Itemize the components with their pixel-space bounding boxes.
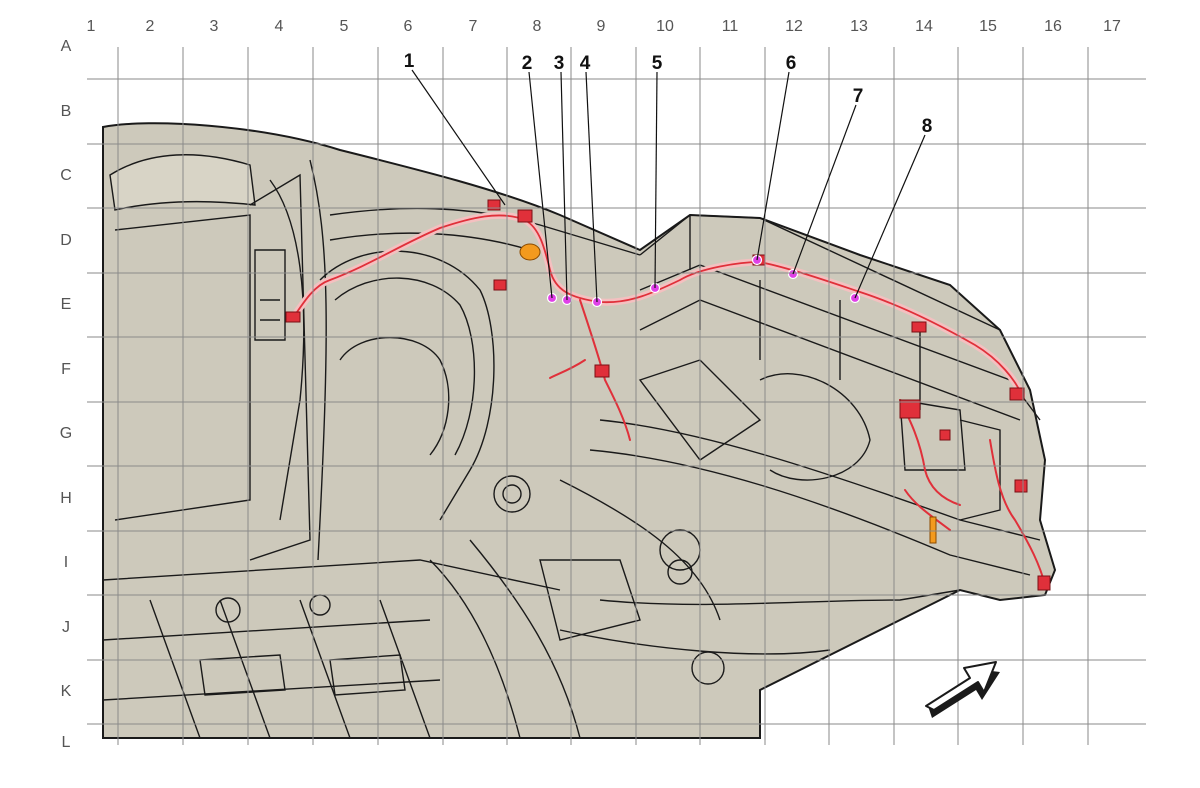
harness-branch-lower <box>904 489 951 531</box>
leader-line-6 <box>756 71 790 261</box>
column-label: 15 <box>979 18 997 35</box>
leader-line-1 <box>411 69 506 206</box>
orange-component <box>929 516 937 544</box>
callout-label-6: 6 <box>786 53 797 74</box>
connector-block <box>1037 575 1051 591</box>
row-label: D <box>60 232 72 249</box>
row-label: A <box>61 38 72 55</box>
connector-block <box>487 199 501 211</box>
orange-component <box>519 243 541 261</box>
column-label: 6 <box>404 18 413 35</box>
leader-line-5 <box>654 71 658 289</box>
column-label: 13 <box>850 18 868 35</box>
connector-block <box>911 321 927 333</box>
connector-block <box>939 429 951 441</box>
callout-label-7: 7 <box>853 86 864 107</box>
leader-line-7 <box>792 104 857 275</box>
harness-main-trunk-outline <box>292 214 1023 396</box>
column-label: 2 <box>146 18 155 35</box>
row-label: G <box>60 425 72 442</box>
column-label: 7 <box>469 18 478 35</box>
leader-line-8 <box>854 134 926 299</box>
callout-label-4: 4 <box>580 53 591 74</box>
connector-block <box>1014 479 1028 493</box>
column-label: 9 <box>597 18 606 35</box>
reference-grid <box>87 47 1146 745</box>
vehicle-body-illustration <box>102 122 1057 739</box>
leader-line-2 <box>528 71 553 299</box>
column-label: 10 <box>656 18 674 35</box>
row-label: C <box>60 167 72 184</box>
connector-block <box>899 399 921 419</box>
row-label: I <box>64 554 68 571</box>
harness-branch-strut <box>579 299 631 441</box>
column-label: 8 <box>533 18 542 35</box>
harness-branch-left <box>549 359 586 379</box>
callout-label-5: 5 <box>652 53 663 74</box>
leader-line-4 <box>585 71 598 303</box>
callout-label-1: 1 <box>404 51 415 72</box>
column-label: 5 <box>340 18 349 35</box>
grid-column-labels: 1 2 3 4 5 6 7 8 9 10 11 12 13 14 15 16 1… <box>87 18 1121 35</box>
harness-branch-lamp <box>989 439 1046 586</box>
connector-block <box>594 364 610 378</box>
front-direction-arrow-icon <box>925 661 1000 718</box>
row-label: F <box>61 361 71 378</box>
callout-label-3: 3 <box>554 53 565 74</box>
row-label: J <box>62 619 70 636</box>
column-label: 16 <box>1044 18 1062 35</box>
orange-components <box>519 243 937 544</box>
callout-labels: 1 2 3 4 5 6 7 8 <box>404 51 933 137</box>
vehicle-structure-lines <box>102 154 1041 739</box>
row-label: E <box>61 296 72 313</box>
grid-row-labels: A B C D E F G H I J K L <box>60 38 72 751</box>
column-label: 11 <box>722 18 739 35</box>
column-label: 3 <box>210 18 219 35</box>
row-label: L <box>62 734 71 751</box>
row-label: H <box>60 490 72 507</box>
callout-leaders <box>411 69 926 303</box>
leader-line-3 <box>560 71 568 301</box>
callout-label-2: 2 <box>522 53 533 74</box>
column-label: 14 <box>915 18 933 35</box>
column-label: 4 <box>275 18 284 35</box>
row-label: B <box>61 103 72 120</box>
connector-block <box>517 209 533 223</box>
row-label: K <box>61 683 72 700</box>
connector-block <box>285 311 301 323</box>
callout-label-8: 8 <box>922 116 933 137</box>
connector-block <box>493 279 507 291</box>
direction-arrow-face <box>925 661 997 711</box>
connector-block <box>1009 387 1025 401</box>
harness-connectors <box>285 199 1051 591</box>
column-label: 12 <box>785 18 803 35</box>
column-label: 1 <box>87 18 96 35</box>
column-label: 17 <box>1103 18 1121 35</box>
